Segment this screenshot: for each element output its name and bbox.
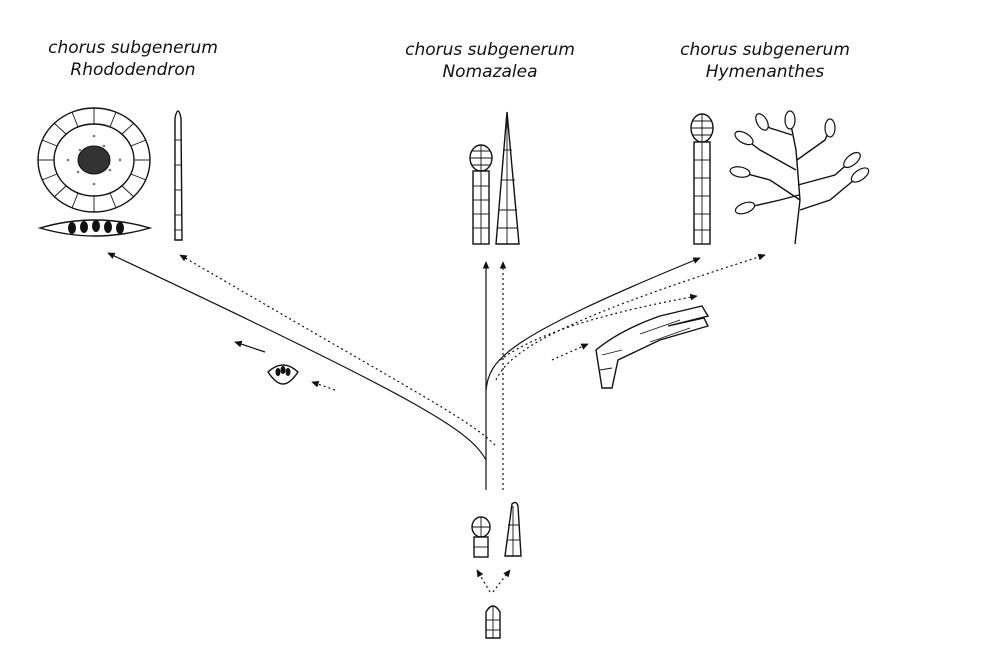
label-nomazalea-line2: Nomazalea <box>442 62 538 82</box>
side-arrow-dotted <box>311 381 336 391</box>
small-scale-intermediate <box>267 364 299 385</box>
label-hymenanthes-line2: Hymenanthes <box>705 62 825 82</box>
label-nomazalea-line1: chorus subgenerum <box>405 40 575 60</box>
branch-lines <box>107 252 766 593</box>
side-arrow-solid <box>234 340 266 353</box>
glandular-hair-hymenanthes <box>690 113 714 245</box>
branch-dotted-rhododendron <box>179 254 496 446</box>
branch-dotted-to-fragment <box>551 343 589 361</box>
label-hymenanthes-line1: chorus subgenerum <box>680 40 850 60</box>
branch-solid-rhododendron <box>107 252 487 461</box>
conical-hair-nomazalea <box>495 111 520 245</box>
ancestral-conical-hair <box>504 501 522 557</box>
label-rhododendron: chorus subgenerum Rhododendron <box>18 37 248 81</box>
label-rhododendron-line1: chorus subgenerum <box>48 38 218 58</box>
branch-solid-hymenanthes <box>485 257 701 391</box>
label-rhododendron-line2: Rhododendron <box>70 60 196 80</box>
scale-side-view <box>37 219 153 237</box>
hair-uniseriate <box>174 110 183 241</box>
label-nomazalea: chorus subgenerum Nomazalea <box>375 39 605 83</box>
ancestral-glandular-hair <box>471 516 491 558</box>
scale-top-view <box>37 107 151 213</box>
branch-dotted-hymenanthes <box>495 253 766 381</box>
label-hymenanthes: chorus subgenerum Hymenanthes <box>650 39 880 83</box>
branched-hair-intermediate <box>595 305 710 389</box>
glandular-hair-nomazalea <box>469 144 493 245</box>
ancestral-simple-hair <box>485 605 501 639</box>
dendroid-hair-hymenanthes <box>729 110 870 245</box>
base-arrow-right <box>492 569 511 593</box>
base-arrow-left <box>476 569 491 593</box>
